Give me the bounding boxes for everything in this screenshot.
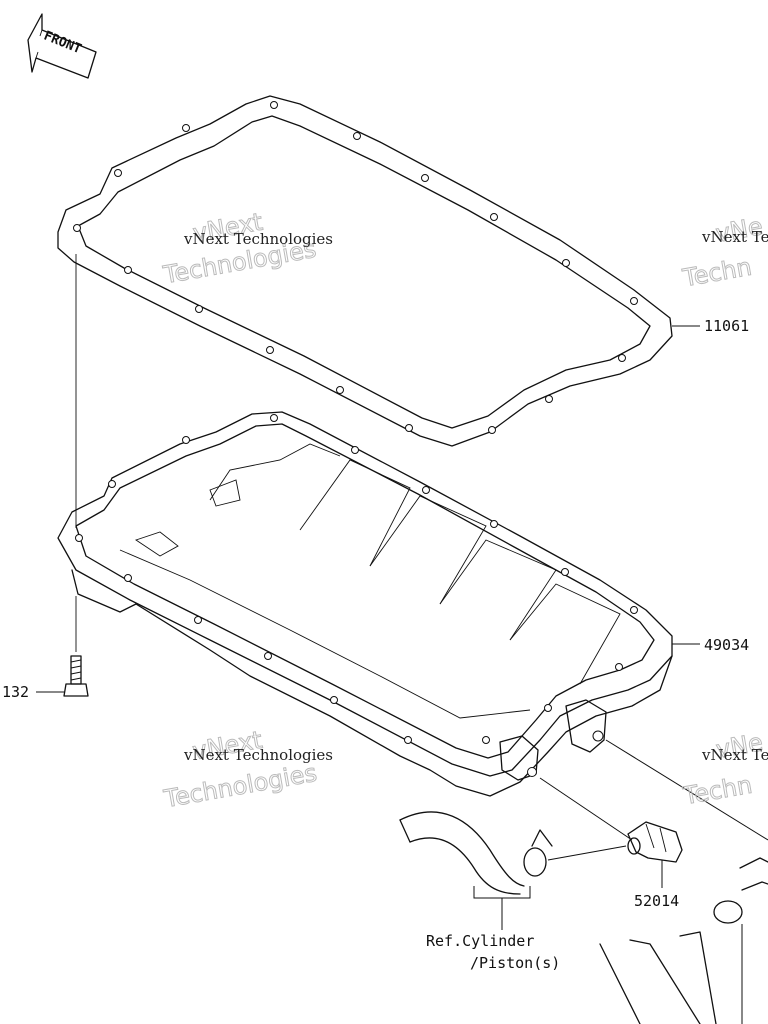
watermark-1: vNext Technologies vNext Technologies xyxy=(160,207,333,290)
watermark-2-text: vNext Te xyxy=(701,228,768,246)
watermark-3: vNext Technologies vNext Technologies xyxy=(161,725,333,814)
oil-hose xyxy=(399,811,627,895)
oil-pan xyxy=(57,411,673,797)
reference-line-1: Ref.Cylinder xyxy=(426,932,534,950)
label-11061: 11061 xyxy=(672,317,749,335)
oil-pan-gasket xyxy=(57,95,673,447)
reference-line-2: /Piston(s) xyxy=(470,954,560,972)
svg-text:Techn: Techn xyxy=(680,253,754,293)
label-reference: Ref.Cylinder /Piston(s) xyxy=(426,932,560,972)
bolt-icon xyxy=(63,254,89,697)
watermark-4: vNe Techn vNext Te xyxy=(680,728,768,811)
watermark-2: vNe Techn vNext Te xyxy=(679,212,768,293)
partial-hose-right xyxy=(599,857,768,1024)
ref-bracket xyxy=(473,886,531,930)
part-number-49034: 49034 xyxy=(704,636,749,654)
front-arrow-icon: FRONT xyxy=(27,13,97,79)
watermark-1-text: vNext Technologies xyxy=(183,230,333,248)
part-number-52014: 52014 xyxy=(634,892,679,910)
label-52014: 52014 xyxy=(634,892,679,910)
label-132: 132 xyxy=(2,683,64,701)
fitting-icon xyxy=(539,739,768,888)
front-label: FRONT xyxy=(41,29,83,58)
svg-text:Technologies: Technologies xyxy=(161,759,319,814)
part-number-132: 132 xyxy=(2,683,29,701)
svg-text:Techn: Techn xyxy=(680,771,754,811)
watermark-4-text: vNext Te xyxy=(701,746,768,764)
label-49034: 49034 xyxy=(672,636,749,654)
part-number-11061: 11061 xyxy=(704,317,749,335)
watermark-3-text: vNext Technologies xyxy=(183,746,333,764)
